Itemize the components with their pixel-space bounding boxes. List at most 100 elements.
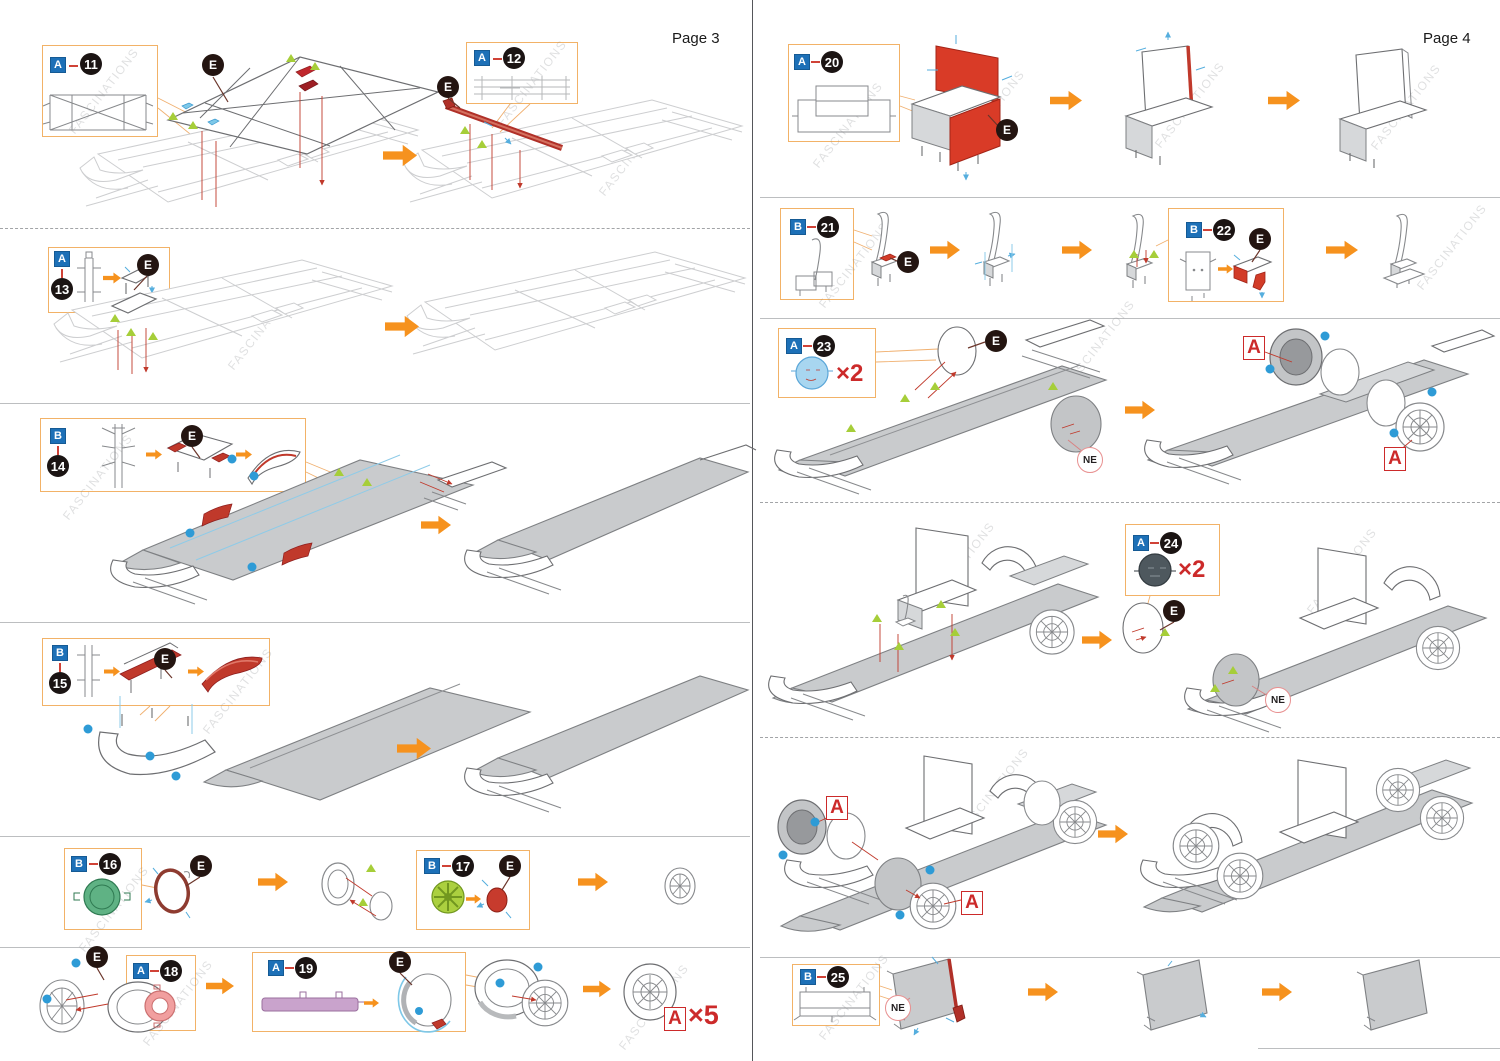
flow-arrow <box>146 449 162 460</box>
row-separator <box>0 228 750 229</box>
kit-badge-step-18: A <box>133 963 149 979</box>
badge-dash <box>807 226 816 228</box>
wheel-part-a-marker: A <box>664 1007 686 1031</box>
step16-17-illustration <box>73 862 696 921</box>
row-separator <box>0 836 750 837</box>
badge-dash <box>1150 542 1159 544</box>
e-badge: E <box>137 254 159 276</box>
flow-arrow <box>104 666 120 677</box>
part-a-marker: A <box>1243 336 1265 360</box>
watermark: FASCINATIONS <box>1368 61 1444 153</box>
badge-dash <box>89 863 98 865</box>
kit-badge-step-13: A <box>54 251 70 267</box>
step-number-23: 23 <box>813 335 835 357</box>
flow-arrow <box>930 240 960 260</box>
part-a-marker: A <box>826 796 848 820</box>
kit-badge-step-22: B <box>1186 222 1202 238</box>
row-separator <box>760 502 1500 503</box>
badge-dash <box>150 970 159 972</box>
flow-arrow <box>258 872 288 892</box>
kit-badge-step-20: A <box>794 54 810 70</box>
watermark: FASCINATIONS <box>956 745 1032 837</box>
flow-arrow <box>364 998 379 1008</box>
e-badge: E <box>985 330 1007 352</box>
badge-dash <box>803 345 812 347</box>
flow-arrow <box>1125 400 1155 420</box>
row-separator <box>760 318 1500 319</box>
step-number-11: 11 <box>80 53 102 75</box>
e-badge: E <box>389 951 411 973</box>
part-a-marker: A <box>1384 447 1406 471</box>
badge-dash <box>1203 229 1212 231</box>
flow-arrow <box>206 977 234 995</box>
step-number-17: 17 <box>452 855 474 877</box>
step-number-22: 22 <box>1213 219 1235 241</box>
kit-badge-step-14: B <box>50 428 66 444</box>
qty-x2-step24: ×2 <box>1178 556 1206 583</box>
row-separator <box>760 197 1500 198</box>
page4-label: Page 4 <box>1423 30 1471 47</box>
watermark: FASCINATIONS <box>922 519 998 611</box>
step-number-19: 19 <box>295 957 317 979</box>
step-final-illustration-left <box>777 755 1108 932</box>
row-separator <box>0 622 750 623</box>
kit-badge-step-23: A <box>786 338 802 354</box>
part-a-marker: A <box>961 891 983 915</box>
watermark: FASCINATIONS <box>596 107 672 199</box>
row-separator <box>760 957 1500 958</box>
part-box-step-14 <box>40 418 306 492</box>
badge-dash <box>61 269 63 278</box>
flow-arrow <box>1062 240 1092 260</box>
kit-badge-step-25: B <box>800 969 816 985</box>
step-number-16: 16 <box>99 853 121 875</box>
e-badge: E <box>202 54 224 76</box>
e-badge: E <box>181 425 203 447</box>
page-divider <box>752 0 753 1061</box>
watermark: FASCINATIONS <box>1304 525 1380 617</box>
flow-arrow <box>1326 240 1358 260</box>
step25-illustration <box>793 956 1428 1035</box>
page-edge-line <box>1258 1048 1500 1049</box>
flow-arrow <box>385 315 419 338</box>
e-badge: E <box>190 855 212 877</box>
row-separator <box>0 403 750 404</box>
watermark: FASCINATIONS <box>1414 201 1490 293</box>
step-number-25: 25 <box>827 966 849 988</box>
watermark: FASCINATIONS <box>1062 297 1138 389</box>
kit-badge-step-21: B <box>790 219 806 235</box>
badge-dash <box>285 967 294 969</box>
flow-arrow <box>188 666 204 677</box>
step-number-20: 20 <box>821 51 843 73</box>
page3-label: Page 3 <box>672 30 720 47</box>
flow-arrow <box>1268 90 1300 111</box>
flow-arrow <box>397 737 431 760</box>
flow-arrow <box>1098 824 1128 844</box>
step-number-18: 18 <box>160 960 182 982</box>
flow-arrow <box>1028 982 1058 1002</box>
step-number-24: 24 <box>1160 532 1182 554</box>
ne-marker: NE <box>885 995 911 1021</box>
kit-badge-step-15: B <box>52 645 68 661</box>
kit-badge-step-19: A <box>268 960 284 976</box>
step-final-illustration-right <box>1140 759 1474 913</box>
badge-dash <box>57 446 59 455</box>
ne-marker: NE <box>1265 687 1291 713</box>
flow-arrow <box>578 872 608 892</box>
step24-illustration-left <box>768 527 1100 721</box>
qty-x5-wheels: ×5 <box>688 1000 719 1030</box>
step-number-13: 13 <box>51 278 73 300</box>
badge-dash <box>69 65 78 67</box>
step14-body-right <box>464 444 757 595</box>
e-badge: E <box>1249 228 1271 250</box>
flow-arrow <box>583 980 611 998</box>
e-badge: E <box>86 946 108 968</box>
step-number-12: 12 <box>503 47 525 69</box>
badge-dash <box>811 61 820 63</box>
step-number-15: 15 <box>49 672 71 694</box>
part-box-step-19 <box>252 952 466 1032</box>
kit-badge-step-16: B <box>71 856 87 872</box>
flow-arrow <box>1082 630 1112 650</box>
flow-arrow <box>466 894 481 904</box>
